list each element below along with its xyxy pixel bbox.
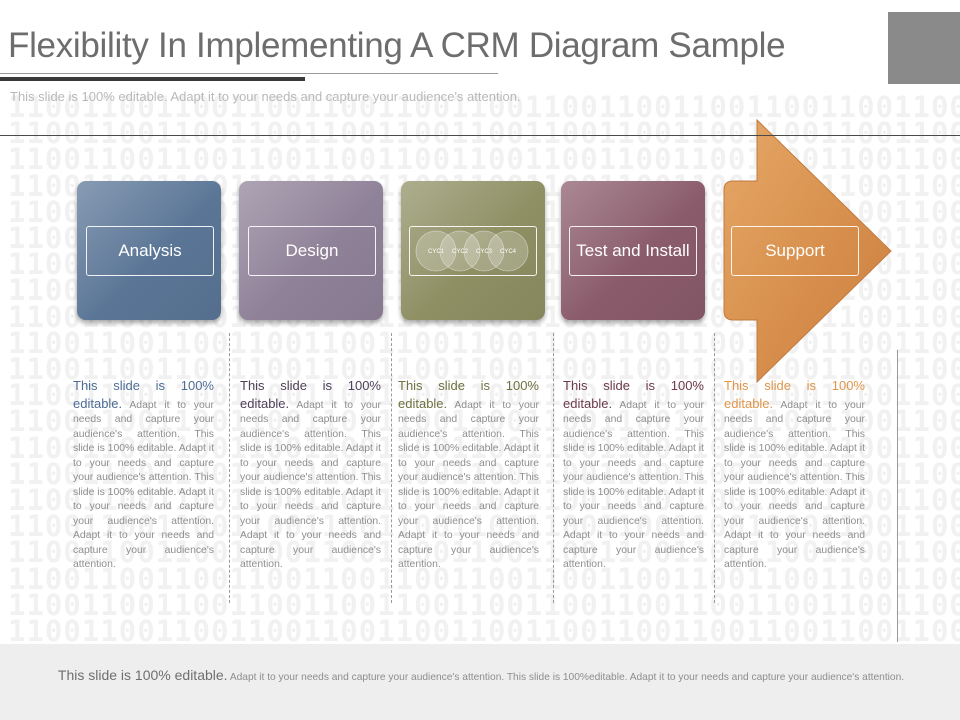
cycle-circle-4 — [487, 230, 529, 272]
description-body: Adapt it to your needs and capture your … — [563, 399, 704, 571]
cycle-label-1: CYC1 — [428, 249, 445, 255]
arrow-shape — [723, 118, 892, 384]
description-body: Adapt it to your needs and capture your … — [240, 399, 381, 571]
description-body: Adapt it to your needs and capture your … — [73, 399, 214, 571]
cycle-label-4: CYC4 — [500, 249, 517, 255]
title-underline-thick — [0, 77, 305, 81]
stage-label-analysis: Analysis — [86, 226, 214, 276]
stage-label-support: Support — [731, 226, 859, 276]
column-divider — [391, 333, 392, 603]
description-body: Adapt it to your needs and capture your … — [398, 399, 539, 571]
vertical-rule — [897, 350, 898, 642]
description-development: This slide is 100% editable. Adapt it to… — [398, 378, 539, 573]
description-test-install: This slide is 100% editable. Adapt it to… — [563, 378, 704, 573]
cycle-label-2: CYC2 — [452, 249, 469, 255]
stage-label-design: Design — [248, 226, 376, 276]
subtitle: This slide is 100% editable. Adapt it to… — [10, 89, 521, 104]
stage-label-test-install: Test and Install — [569, 226, 697, 276]
title-underline-thin — [0, 73, 498, 74]
cycle-circle-2 — [439, 230, 481, 272]
description-lead: This slide is 100% editable. — [563, 378, 704, 411]
cycle-label-3: CYC3 — [476, 249, 493, 255]
description-analysis: This slide is 100% editable. Adapt it to… — [73, 378, 214, 573]
footer-lead: This slide is 100% editable. — [57, 667, 228, 683]
description-design: This slide is 100% editable. Adapt it to… — [240, 378, 381, 573]
footer-body: Adapt it to your needs and capture your … — [227, 672, 905, 683]
separator-line — [0, 135, 960, 136]
page-title: Flexibility In Implementing A CRM Diagra… — [8, 26, 786, 65]
column-divider — [553, 333, 554, 603]
description-lead: This slide is 100% editable. — [398, 378, 539, 411]
description-body: Adapt it to your needs and capture your … — [724, 399, 865, 571]
stage-analysis-box — [77, 181, 221, 320]
footer-text: This slide is 100% editable. Adapt it to… — [8, 668, 954, 685]
footer-band — [0, 644, 960, 720]
description-lead: This slide is 100% editable. — [240, 378, 381, 411]
corner-accent-box — [888, 12, 960, 84]
column-divider — [229, 333, 230, 603]
stage-label-cycles — [409, 226, 537, 276]
column-divider — [714, 333, 715, 603]
cycle-circle-3 — [463, 230, 505, 272]
cycles-graphic: CYC1 CYC2 CYC3 CYC4 — [415, 230, 529, 272]
stage-development-box — [401, 181, 545, 320]
stage-design-box — [239, 181, 383, 320]
description-lead: This slide is 100% editable. — [73, 378, 214, 411]
cycle-circle-1 — [415, 230, 457, 272]
description-support: This slide is 100% editable. Adapt it to… — [724, 378, 865, 573]
description-lead: This slide is 100% editable. — [724, 378, 865, 411]
stage-test-install-box — [561, 181, 705, 320]
